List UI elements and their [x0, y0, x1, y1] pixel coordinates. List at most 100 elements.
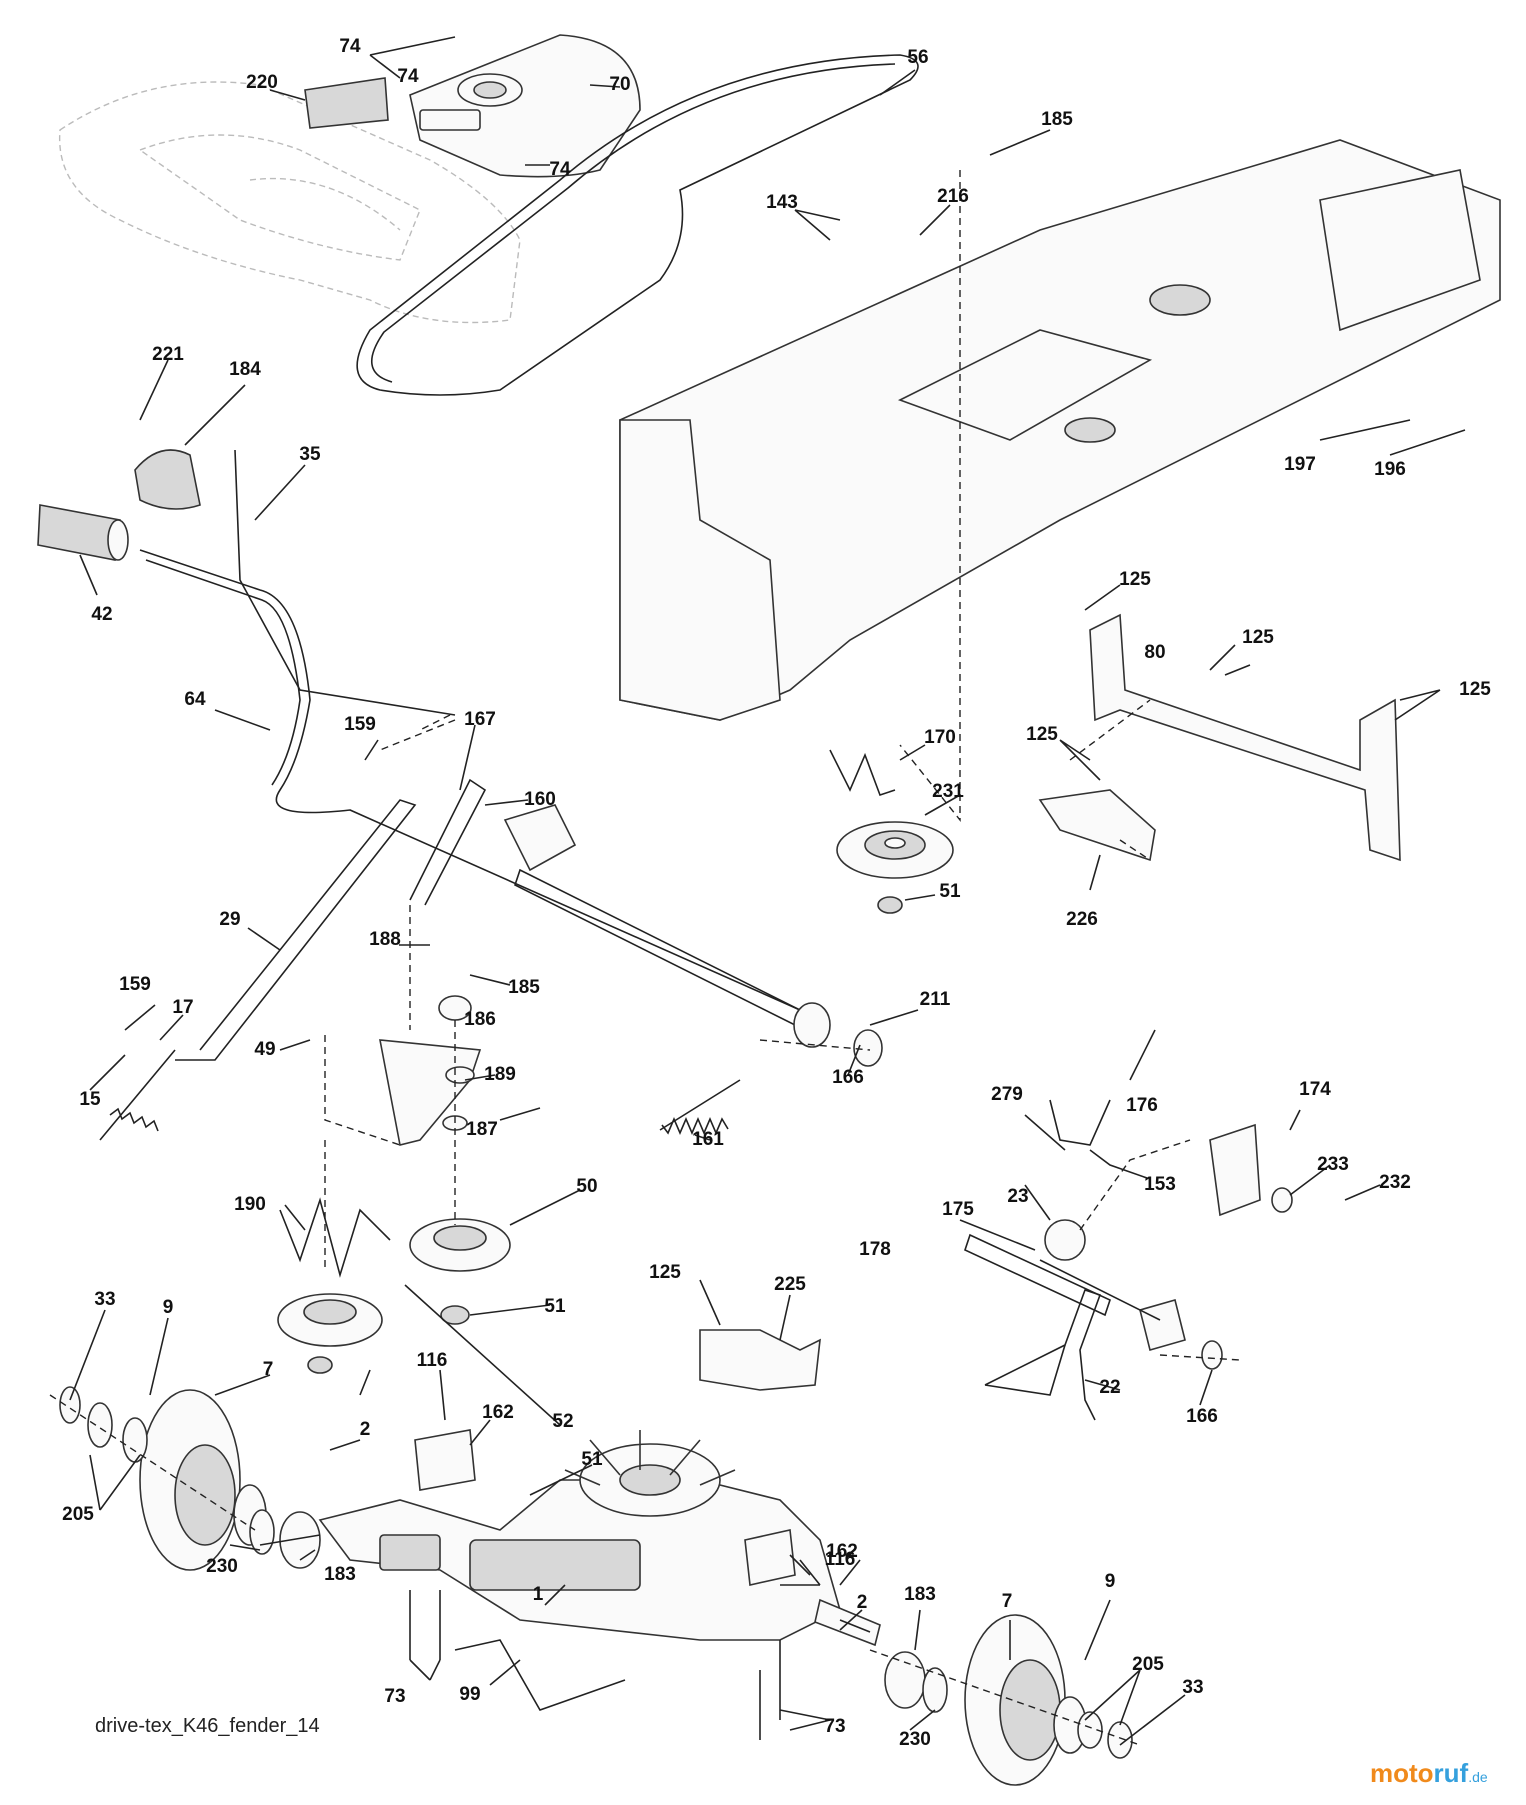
- assembly-lines: [49, 170, 1241, 1746]
- pulley-52: [277, 1293, 383, 1374]
- part-number-label: 233: [1317, 1154, 1349, 1175]
- pulley-50: [409, 1218, 511, 1325]
- part-number-label: 143: [766, 192, 798, 213]
- bracket-162-left: [414, 1429, 476, 1491]
- part-number-label: 185: [508, 977, 540, 998]
- part-number-label: 230: [899, 1729, 931, 1750]
- part-number-label: 230: [206, 1556, 238, 1577]
- rod-29: [175, 799, 417, 1061]
- diagram-caption: drive-tex_K46_fender_14: [95, 1715, 320, 1737]
- linkage-22: [984, 1288, 1102, 1421]
- rod-279: [1049, 1099, 1111, 1146]
- part-number-label: 170: [924, 727, 956, 748]
- part-number-label: 1: [533, 1584, 544, 1605]
- part-number-label: 216: [937, 186, 969, 207]
- part-number-label: 176: [1126, 1095, 1158, 1116]
- bracket-176: [1209, 1123, 1261, 1217]
- part-number-label: 52: [552, 1411, 573, 1432]
- part-number-label: 15: [79, 1089, 101, 1110]
- part-number-label: 125: [1119, 569, 1151, 590]
- bolt-73-right: [759, 1640, 781, 1740]
- part-number-label: 7: [263, 1359, 274, 1380]
- part-number-label: 56: [907, 47, 928, 68]
- part-number-label: 9: [1105, 1571, 1116, 1592]
- fender-cover: [409, 34, 641, 178]
- watermark-part2: ruf: [1434, 1758, 1469, 1788]
- part-number-label: 220: [246, 72, 278, 93]
- part-number-label: 70: [609, 74, 630, 95]
- part-number-label: 22: [1099, 1377, 1120, 1398]
- part-number-label: 17: [172, 997, 193, 1018]
- plate-189: [379, 1039, 482, 1146]
- motoruf-watermark: motoruf.de: [1370, 1758, 1488, 1788]
- part-number-label: 183: [324, 1564, 356, 1585]
- seat-fender-ghost: [58, 81, 521, 324]
- part-number-label: 221: [152, 344, 184, 365]
- part-number-label: 160: [524, 789, 556, 810]
- part-number-label: 190: [234, 1194, 266, 1215]
- bracket-225: [699, 1329, 821, 1391]
- part-number-label: 197: [1284, 454, 1316, 475]
- part-number-label: 184: [229, 359, 261, 380]
- part-number-label: 159: [119, 974, 151, 995]
- part-number-label: 162: [826, 1541, 858, 1562]
- part-number-label: 50: [576, 1176, 597, 1197]
- bolt-73-left: [409, 1590, 441, 1660]
- part-number-label: 166: [1186, 1406, 1218, 1427]
- washer-230-left: [249, 1509, 275, 1555]
- part-number-label: 125: [649, 1262, 681, 1283]
- part-number-label: 51: [581, 1449, 603, 1470]
- bracket-162-right: [744, 1529, 796, 1586]
- part-number-label: 185: [1041, 109, 1073, 130]
- bushing-183-right: [884, 1651, 926, 1709]
- grip-pad: [304, 77, 389, 129]
- handle-grip-42: [37, 504, 129, 561]
- part-number-label: 125: [1026, 724, 1058, 745]
- part-number-label: 178: [859, 1239, 891, 1260]
- part-number-label: 2: [360, 1419, 371, 1440]
- pedal: [503, 804, 577, 872]
- part-number-label: 33: [1182, 1677, 1203, 1698]
- part-number-label: 175: [942, 1199, 974, 1220]
- part-number-label: 42: [91, 604, 112, 625]
- part-number-label: 186: [464, 1009, 496, 1030]
- part-number-label: 232: [1379, 1172, 1411, 1193]
- part-number-label: 167: [464, 709, 496, 730]
- part-number-label: 125: [1242, 627, 1274, 648]
- knob-184: [134, 449, 201, 510]
- wheel-hub-right: [964, 1614, 1133, 1786]
- part-number-label: 74: [397, 66, 419, 87]
- rod-99: [454, 1639, 626, 1711]
- spring-17: [99, 1049, 176, 1141]
- part-number-label: 7: [1002, 1591, 1013, 1612]
- rod-175: [964, 1233, 1111, 1317]
- part-number-label: 73: [824, 1716, 845, 1737]
- part-number-label: 23: [1007, 1186, 1028, 1207]
- part-number-label: 2: [857, 1592, 868, 1613]
- part-number-label: 196: [1374, 459, 1406, 480]
- part-number-label: 125: [1459, 679, 1491, 700]
- part-number-label: 166: [832, 1067, 864, 1088]
- part-number-label: 205: [1132, 1654, 1164, 1675]
- part-number-label: 225: [774, 1274, 806, 1295]
- pulley-231: [836, 821, 954, 914]
- part-number-label: 162: [482, 1402, 514, 1423]
- drive-belt: [356, 54, 919, 396]
- part-number-label: 279: [991, 1084, 1023, 1105]
- part-number-label: 35: [299, 444, 321, 465]
- washer-230-right: [922, 1667, 948, 1713]
- part-number-label: 116: [825, 1549, 856, 1570]
- part-number-label: 187: [466, 1119, 498, 1140]
- part-number-label: 231: [932, 781, 964, 802]
- part-number-label: 116: [417, 1350, 448, 1371]
- part-number-label: 64: [184, 689, 206, 710]
- part-number-label: 51: [939, 881, 961, 902]
- transaxle: [318, 1430, 881, 1647]
- part-number-label: 74: [549, 159, 571, 180]
- part-number-label: 51: [544, 1296, 566, 1317]
- part-number-label: 161: [692, 1129, 724, 1150]
- part-number-label: 29: [219, 909, 240, 930]
